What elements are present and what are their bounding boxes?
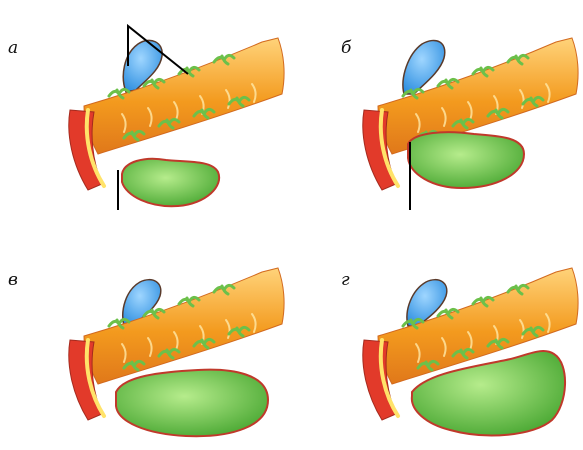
intestine-tube xyxy=(84,268,284,384)
panel-label-a: а xyxy=(8,40,18,57)
panel-label-b: б xyxy=(341,40,351,57)
intestine-tube xyxy=(84,38,284,154)
lower-green-sac xyxy=(116,370,268,437)
panel-label-v: в xyxy=(8,272,18,289)
illustration-panel-a xyxy=(62,14,292,219)
lower-green-sac xyxy=(122,159,219,206)
illustration-panel-g xyxy=(356,244,583,449)
lower-green-sac xyxy=(408,132,524,188)
illustration-panel-b xyxy=(356,14,583,219)
panel-label-g: г xyxy=(341,272,350,289)
illustration-panel-v xyxy=(62,244,292,449)
